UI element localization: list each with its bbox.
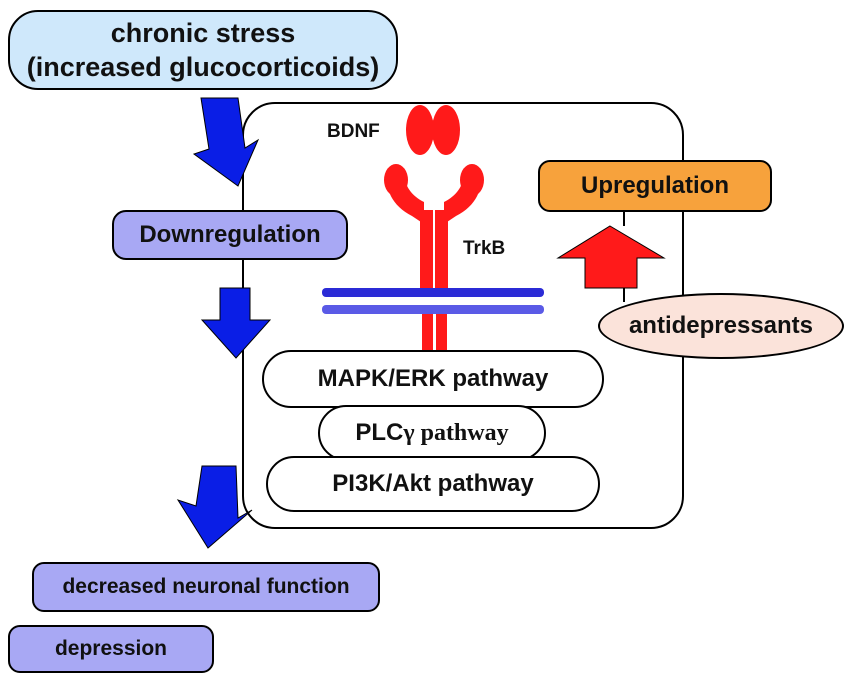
chronic-stress-line1: chronic stress [110,18,296,48]
trkb-left-knob [384,164,408,196]
mapk-erk-pathway-box: MAPK/ERK pathway [262,350,604,408]
antidepressants-label: antidepressants [628,312,814,339]
trkb-stem-left [420,210,433,294]
trkb-label: TrkB [463,238,506,259]
cell-membrane [322,288,544,314]
stress-to-downregulation-arrow [192,97,260,187]
upregulation-box: Upregulation [538,160,772,212]
downregulation-label: Downregulation [139,221,321,248]
decreased-neuronal-function-box: decreased neuronal function [32,562,380,612]
downregulation-box: Downregulation [112,210,348,260]
bdnf-right-lobe [432,105,460,155]
antidepressants-to-upregulation-arrow [556,225,666,289]
bdnf-label: BDNF [327,121,380,142]
plc-prefix: PLC [355,419,404,446]
downregulation-to-pathway-arrow [200,287,272,359]
plc-gamma-pathway-label: PLCγ pathway [355,419,508,447]
depression-label: depression [54,637,168,660]
pi3k-akt-pathway-box: PI3K/Akt pathway [266,456,600,512]
trkb-intracellular-right [436,314,447,352]
pathway-to-neuronal-arrow [176,465,253,549]
trkb-stem-right [435,210,448,294]
trkb-intracellular-left [422,314,433,352]
trkb-right-knob [460,164,484,196]
decreased-neuronal-function-label: decreased neuronal function [62,575,350,598]
depression-box: depression [8,625,214,673]
plc-gamma-pathway-box: PLCγ pathway [318,405,546,461]
bdnf-left-lobe [406,105,434,155]
upregulation-label: Upregulation [581,172,729,199]
chronic-stress-box: chronic stress (increased glucocorticoid… [8,10,398,90]
pi3k-akt-pathway-label: PI3K/Akt pathway [332,470,534,497]
mapk-erk-pathway-label: MAPK/ERK pathway [317,365,549,392]
antidepressants-box: antidepressants [598,293,844,359]
plc-suffix: pathway [414,420,509,446]
chronic-stress-line2: (increased glucocorticoids) [26,52,380,82]
plc-gamma-symbol: γ [403,420,415,446]
